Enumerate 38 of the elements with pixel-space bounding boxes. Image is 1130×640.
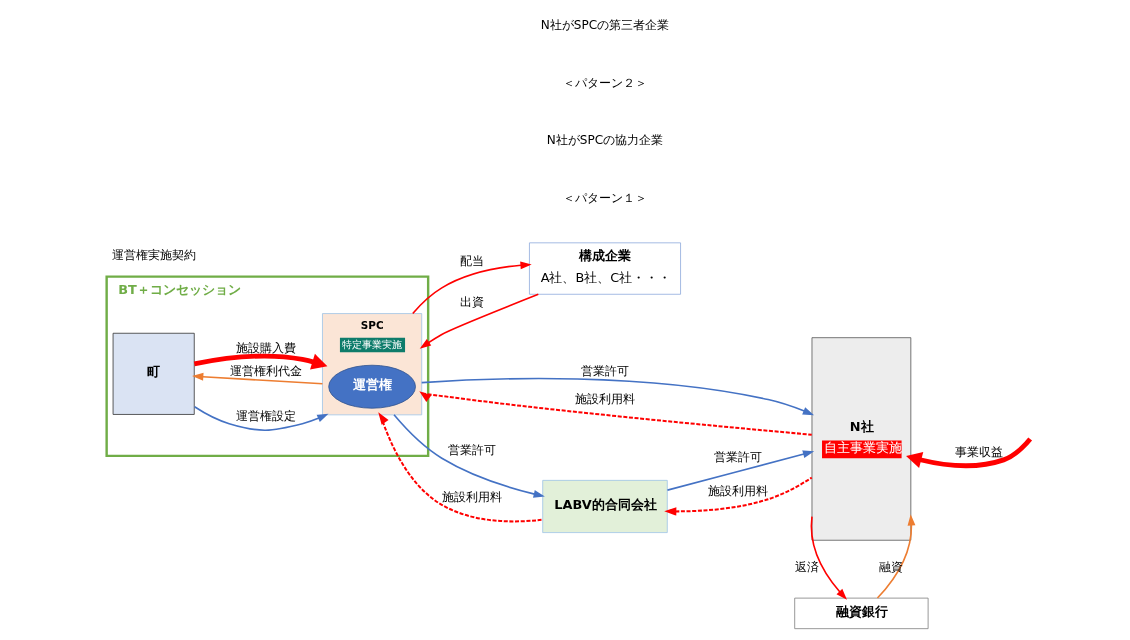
edge-label: 施設購入費: [235, 341, 296, 356]
node-ellipse: 運営権: [327, 364, 416, 409]
label: 運営権実施契約: [111, 247, 196, 262]
edge-label: 運営権設定: [235, 408, 296, 423]
arrow: [876, 514, 915, 599]
label: ＜パターン１＞: [562, 191, 647, 206]
arrow: [193, 353, 327, 370]
node-box: 融資銀行: [793, 597, 928, 630]
arrow: [411, 261, 532, 315]
edge-label: 施設利用料: [441, 489, 502, 504]
node-box: 構成企業 A社、B社、C社・・・: [528, 242, 681, 295]
edge-label: 出資: [459, 294, 484, 309]
arrow: [193, 405, 328, 431]
node-box: 町: [112, 332, 195, 415]
label: ＜パターン２＞: [562, 75, 647, 90]
arrow: [905, 437, 1032, 469]
label: N社がSPCの第三者企業: [540, 17, 669, 32]
edge-label: 配当: [459, 253, 484, 268]
arrow: [663, 476, 812, 516]
edge-label: 返済: [794, 560, 819, 575]
arrow: [418, 391, 812, 436]
node-box: LABV的合同会社: [541, 479, 668, 533]
edge-label: 運営権利代金: [229, 363, 302, 378]
edge-label: 営業許可: [580, 363, 629, 378]
arrow: [377, 412, 543, 523]
label: N社がSPCの協力企業: [546, 133, 663, 148]
edge-label: 施設利用料: [574, 391, 635, 406]
arrow: [666, 450, 814, 491]
edge-label: 事業収益: [954, 444, 1003, 459]
arrow: [420, 377, 814, 416]
arrow: [810, 515, 847, 600]
edge-label: 営業許可: [447, 443, 496, 458]
arrow: [191, 372, 323, 385]
edge-label: 営業許可: [713, 450, 762, 465]
node-box: N社 自主事業実施: [811, 337, 911, 541]
edge-label: 施設利用料: [707, 484, 768, 499]
arrow: [419, 293, 539, 349]
arrow: [392, 414, 545, 498]
